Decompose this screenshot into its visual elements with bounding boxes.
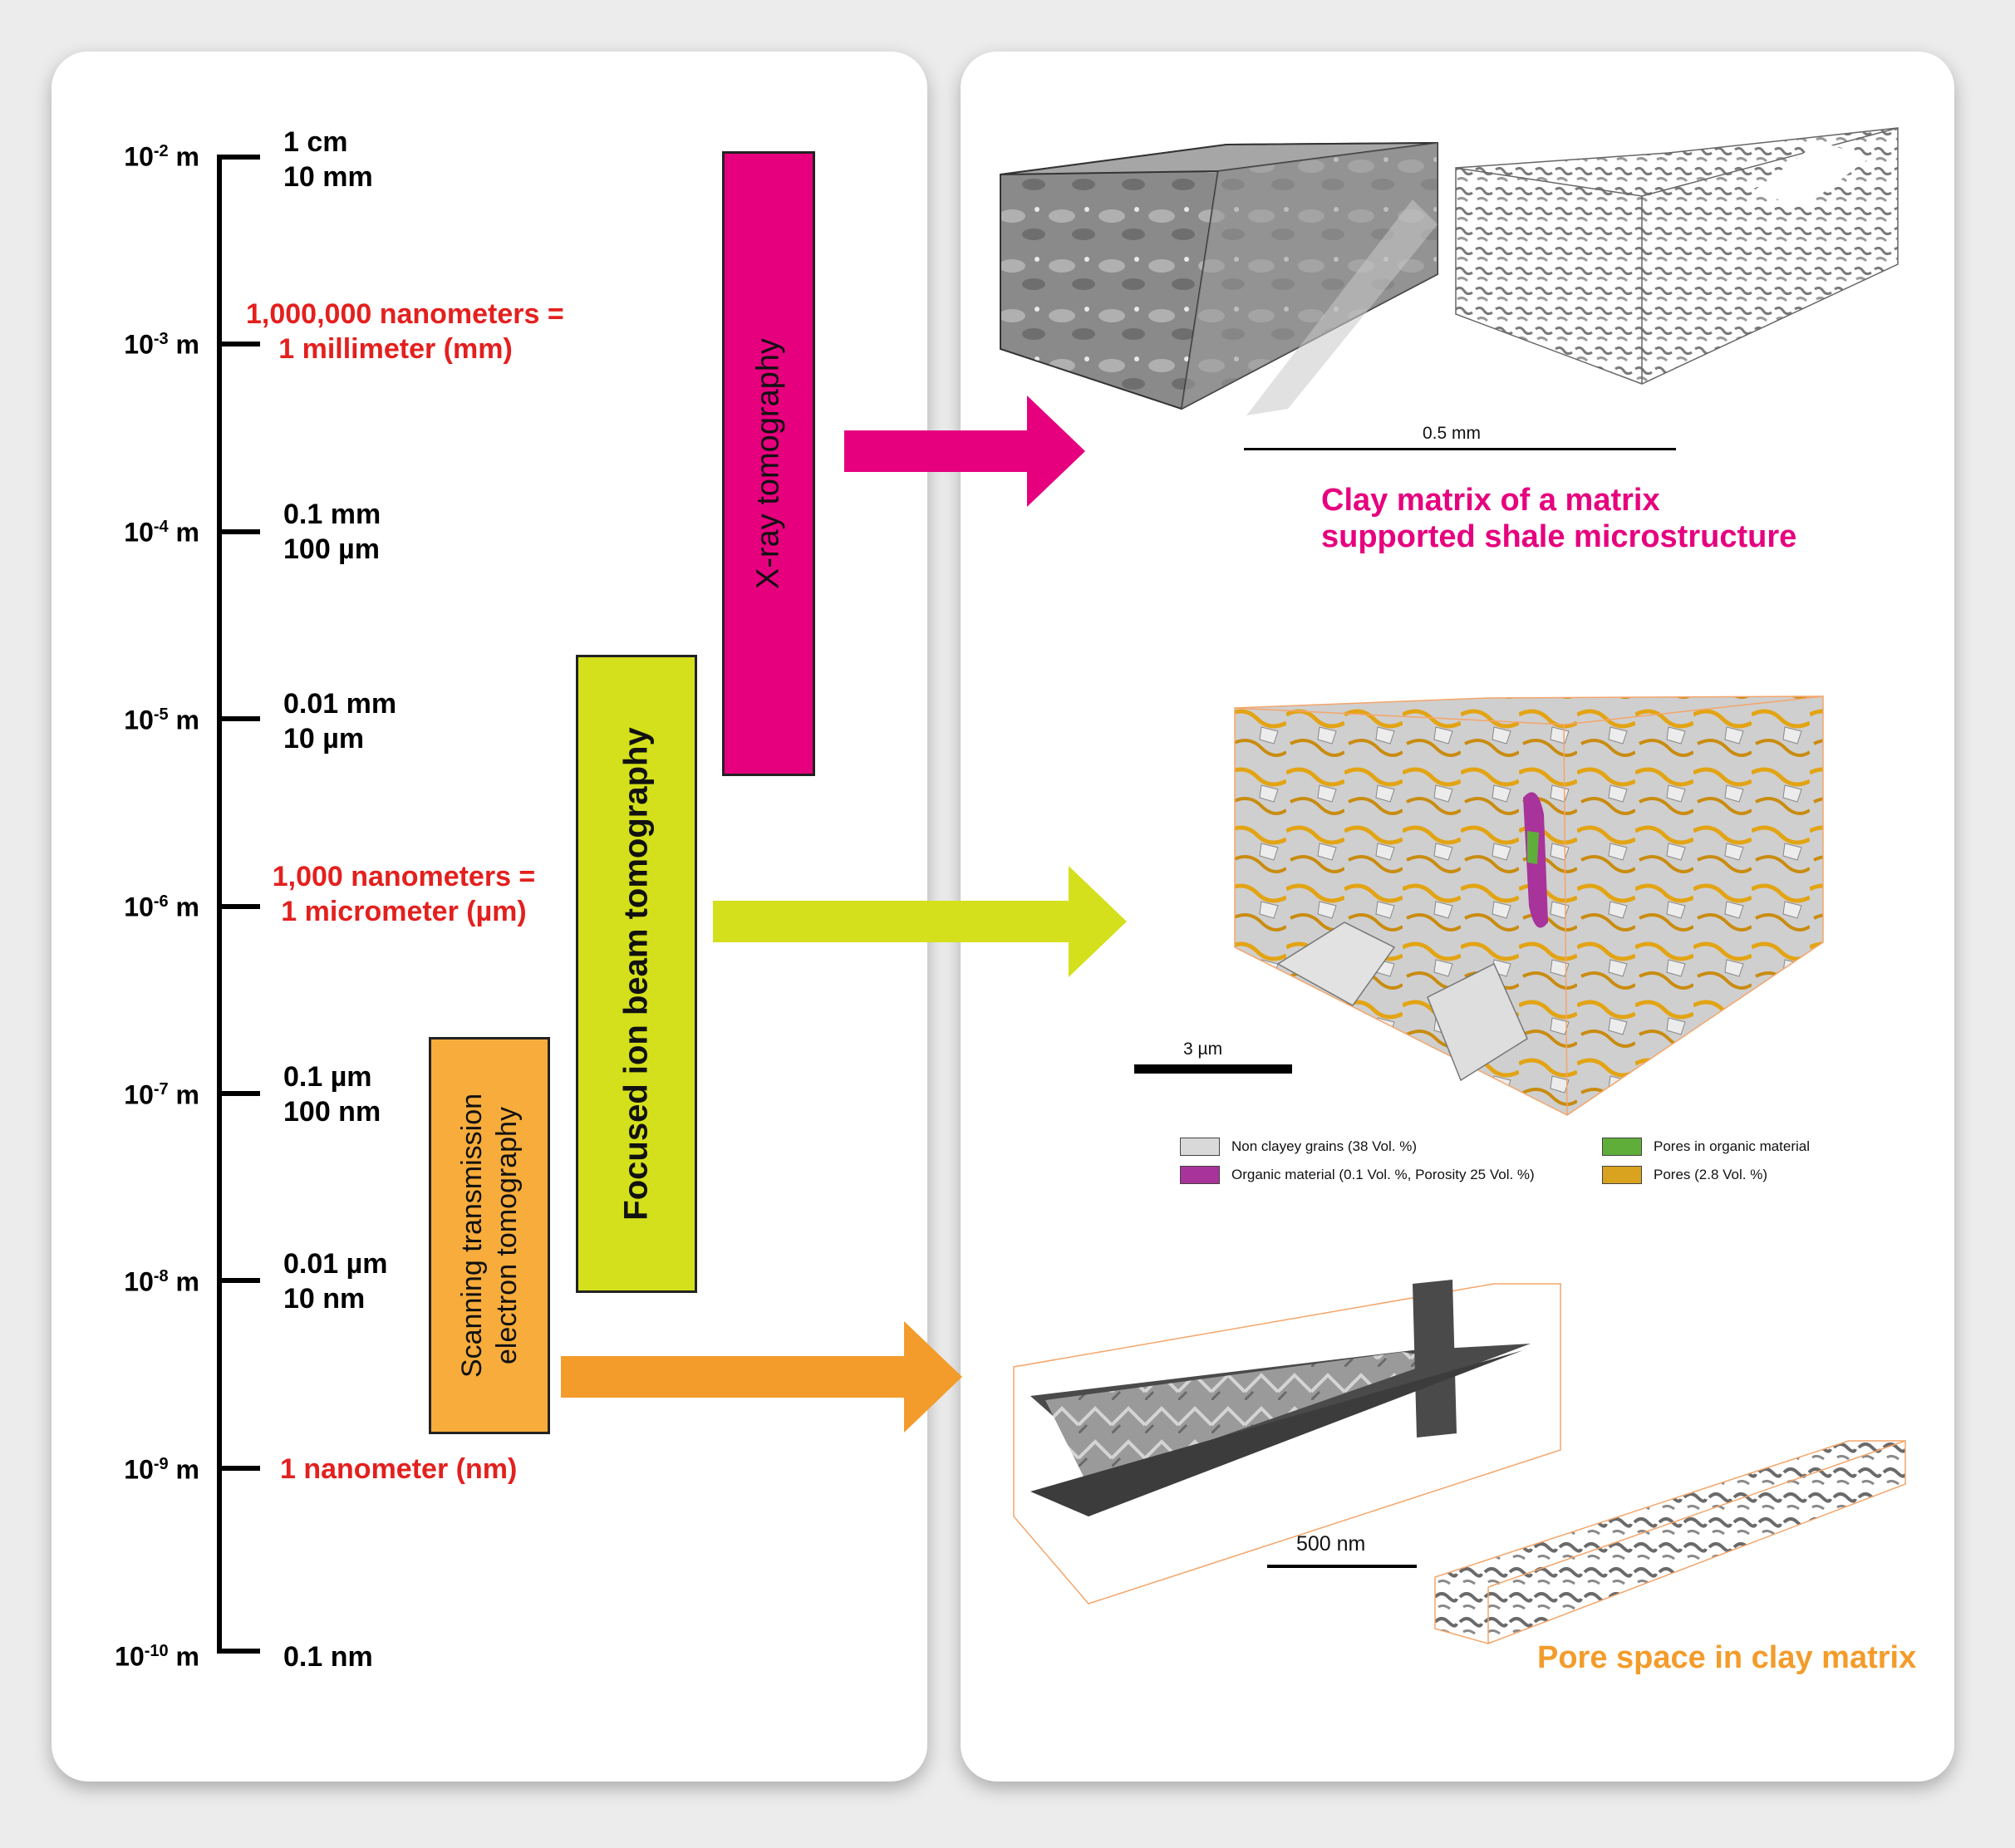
exponent-label: 10-5 m (124, 705, 199, 735)
scale-tick (217, 1649, 260, 1654)
scale-tick (217, 716, 260, 721)
stem-caption: Pore space in clay matrix (1537, 1640, 1917, 1675)
legend-item: Non clayey grains (38 Vol. %) (1180, 1138, 1417, 1156)
legend-label: Non clayey grains (38 Vol. %) (1231, 1138, 1417, 1154)
scale-value-label: 1 cm (283, 126, 348, 158)
legend-item: Pores (2.8 Vol. %) (1602, 1166, 1767, 1184)
legend-item: Organic material (0.1 Vol. %, Porosity 2… (1180, 1166, 1535, 1184)
scale-tick (217, 529, 260, 534)
xray-caption-line: Clay matrix of a matrix (1321, 483, 1660, 518)
scale-value-label: 0.01 µm (283, 1248, 388, 1280)
scale-tick (217, 342, 260, 346)
exponent-label: 10-9 m (124, 1454, 199, 1485)
stem-tomography-bar: Scanning transmission electron tomograph… (429, 1037, 550, 1434)
scale-tick (217, 904, 260, 909)
scale-tick (217, 1091, 260, 1096)
fib-scale-bar (1134, 1064, 1292, 1074)
scale-highlight-label: 1 micrometer (µm) (281, 896, 527, 927)
xray-grayscale-volume-image (1000, 141, 1438, 415)
legend-swatch (1180, 1166, 1220, 1184)
scale-value-label: 0.01 mm (283, 688, 397, 720)
xray-caption: Clay matrix of a matrix supported shale … (1321, 482, 1796, 555)
scale-value-label: 0.1 nm (283, 1641, 373, 1673)
stem-scale-label: 500 nm (1296, 1532, 1366, 1556)
exponent-label: 10-6 m (124, 892, 199, 922)
xray-tomography-label: X-ray tomography (750, 337, 786, 590)
scale-highlight-label: 1 millimeter (mm) (278, 333, 513, 365)
fib-scale-label: 3 µm (1183, 1040, 1223, 1059)
fib-arrow (713, 866, 1127, 977)
stem-arrow (561, 1321, 962, 1433)
legend-label: Pores in organic material (1654, 1138, 1811, 1154)
xray-scale-label: 0.5 mm (1423, 424, 1482, 443)
stem-scale-bar (1267, 1565, 1417, 1568)
exponent-label: 10-2 m (124, 141, 199, 172)
xray-scale-bar (1244, 448, 1676, 450)
scale-value-label: 10 mm (283, 161, 373, 193)
legend-label: Organic material (0.1 Vol. %, Porosity 2… (1231, 1167, 1535, 1182)
scale-tick (217, 1278, 260, 1283)
scale-value-label: 10 µm (283, 723, 365, 754)
fib-tomography-bar: Focused ion beam tomography (576, 655, 697, 1293)
scale-tick (217, 1466, 260, 1471)
fib-volume-image (1234, 695, 1824, 1116)
exponent-label: 10-10 m (115, 1641, 199, 1672)
xray-pore-network-volume-image (1455, 127, 1899, 385)
legend-item: Pores in organic material (1602, 1138, 1810, 1156)
scale-value-label: 0.1 µm (283, 1061, 372, 1093)
scale-value-label: 100 nm (283, 1096, 381, 1128)
legend-label: Pores (2.8 Vol. %) (1654, 1167, 1768, 1182)
scale-value-label: 10 nm (283, 1283, 366, 1315)
scale-value-label: 100 µm (283, 533, 380, 565)
scale-value-label: 0.1 mm (283, 499, 381, 530)
scale-tick (217, 155, 260, 160)
xray-arrow (844, 396, 1085, 507)
legend-swatch (1602, 1138, 1642, 1156)
fib-tomography-label: Focused ion beam tomography (617, 727, 655, 1221)
scale-highlight-label: 1,000 nanometers = (272, 861, 536, 892)
stem-tomography-label: Scanning transmission electron tomograph… (456, 1093, 523, 1379)
scale-highlight-label: 1 nanometer (nm) (280, 1453, 518, 1485)
exponent-label: 10-7 m (124, 1079, 199, 1110)
stem-slices-image (1013, 1280, 1561, 1605)
legend-swatch (1602, 1166, 1642, 1184)
scale-highlight-label: 1,000,000 nanometers = (246, 298, 564, 330)
exponent-label: 10-3 m (124, 329, 199, 360)
xray-caption-line: supported shale microstructure (1321, 519, 1797, 554)
exponent-label: 10-8 m (124, 1266, 199, 1297)
legend-swatch (1180, 1138, 1220, 1156)
stem-pore-space-image (1434, 1440, 1906, 1644)
exponent-label: 10-4 m (124, 517, 199, 548)
xray-tomography-bar: X-ray tomography (722, 151, 815, 776)
